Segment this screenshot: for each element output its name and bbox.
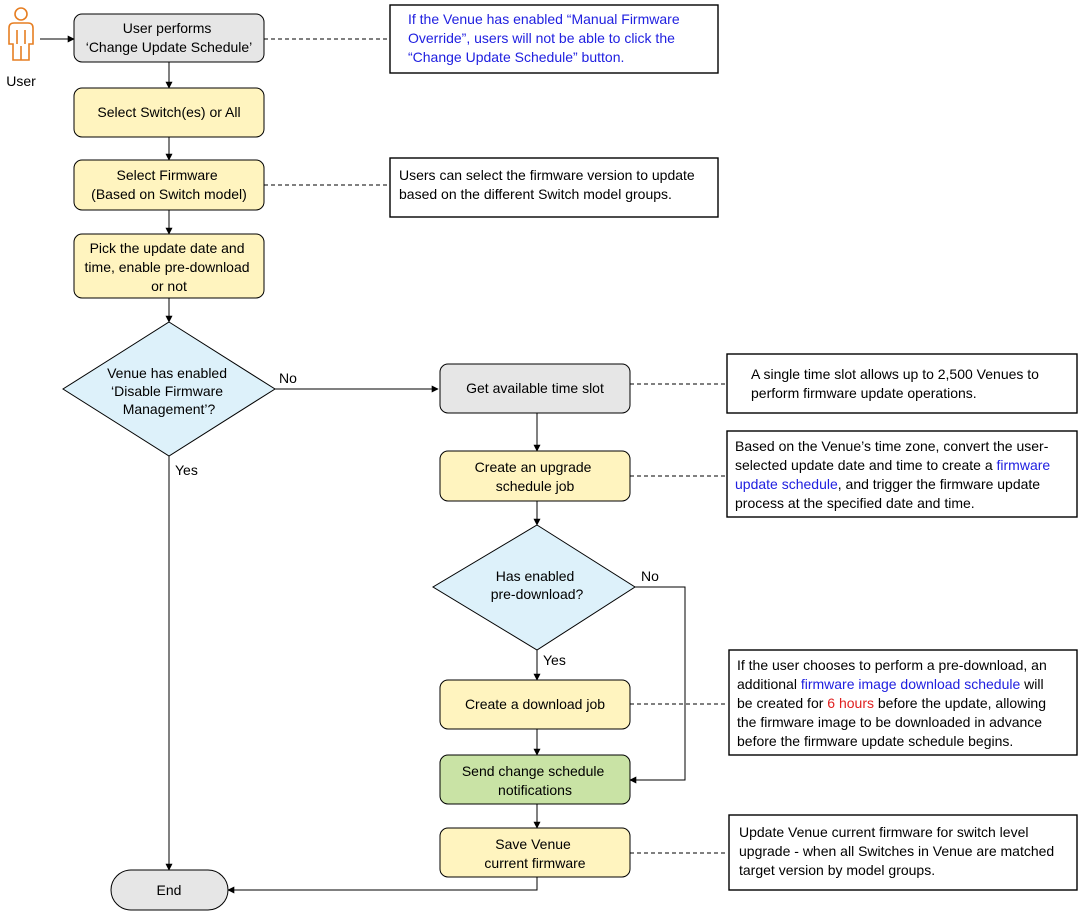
svg-text:Create a download job: Create a download job bbox=[465, 696, 605, 712]
label-no-predownload: No bbox=[641, 568, 659, 584]
svg-text:Users can select the firmware: Users can select the firmware version to… bbox=[399, 167, 699, 202]
node-upgrade-job: Create an upgrade schedule job bbox=[439, 450, 631, 502]
note-predownload: If the user chooses to perform a pre-dow… bbox=[728, 649, 1078, 756]
note-firmware-groups: Users can select the firmware version to… bbox=[389, 157, 719, 218]
note-connectors bbox=[264, 38, 727, 854]
note-save-firmware: Update Venue current firmware for switch… bbox=[728, 814, 1078, 891]
svg-text:User performs ‘Change Up: User performs ‘Change Update Schedule’ bbox=[86, 20, 253, 55]
svg-text:Based on the Venue’s time zone: Based on the Venue’s time zone, convert … bbox=[735, 438, 1054, 511]
svg-text:Send change schedule not: Send change schedule notifications bbox=[462, 763, 608, 798]
svg-text:Select Switch(es) or All: Select Switch(es) or All bbox=[97, 104, 240, 120]
note-manual-override: If the Venue has enabled “Manual Firmwar… bbox=[389, 4, 719, 74]
node-download-job: Create a download job bbox=[439, 679, 631, 730]
label-yes-predownload: Yes bbox=[543, 652, 566, 668]
svg-text:Venue has enabled ‘Disab: Venue has enabled ‘Disable Firmware Mana… bbox=[107, 365, 231, 417]
highlight-6-hours: 6 hours bbox=[827, 695, 874, 711]
connectors bbox=[40, 35, 686, 894]
svg-text:Create an upgrade schedu: Create an upgrade schedule job bbox=[475, 459, 596, 494]
decision-disable-firmware: Venue has enabled ‘Disable Firmware Mana… bbox=[62, 321, 276, 457]
svg-text:If the Venue has enabled “Manu: If the Venue has enabled “Manual Firmwar… bbox=[408, 11, 684, 65]
svg-text:Pick the update date and: Pick the update date and time, enable pr… bbox=[85, 240, 254, 294]
person-icon bbox=[8, 7, 34, 61]
node-notifications: Send change schedule notifications bbox=[439, 754, 631, 805]
note-timezone: Based on the Venue’s time zone, convert … bbox=[726, 430, 1078, 518]
decision-predownload: Has enabled pre-download? bbox=[432, 524, 636, 651]
svg-text:Update Venue current firmware: Update Venue current firmware for switch… bbox=[739, 824, 1058, 878]
node-pick-date: Pick the update date and time, enable pr… bbox=[73, 233, 265, 299]
svg-text:A single time slot allows up t: A single time slot allows up to 2,500 Ve… bbox=[751, 366, 1043, 401]
edge-predownload-no bbox=[629, 586, 686, 784]
user-actor: User bbox=[6, 7, 36, 89]
node-time-slot: Get available time slot bbox=[439, 363, 631, 414]
label-yes-disable: Yes bbox=[175, 462, 198, 478]
label-no-disable: No bbox=[279, 370, 297, 386]
node-end: End bbox=[110, 869, 229, 911]
svg-text:If the user chooses to perform: If the user chooses to perform a pre-dow… bbox=[737, 657, 1051, 749]
node-select-firmware: Select Firmware (Based on Switch model) bbox=[73, 159, 265, 211]
svg-text:Get available time slot: Get available time slot bbox=[466, 380, 604, 396]
svg-text:Select Firmware (Based o: Select Firmware (Based on Switch model) bbox=[91, 167, 247, 202]
svg-text:Save Venue current firmw: Save Venue current firmware bbox=[484, 836, 585, 871]
user-label: User bbox=[6, 73, 36, 89]
svg-text:Has enabled pre-download: Has enabled pre-download? bbox=[491, 568, 584, 602]
link-firmware-image-download-schedule: firmware image download schedule bbox=[801, 676, 1021, 692]
edge-save-end bbox=[227, 877, 538, 894]
node-save-firmware: Save Venue current firmware bbox=[439, 827, 631, 878]
node-select-switch: Select Switch(es) or All bbox=[73, 87, 265, 138]
node-start: User performs ‘Change Update Schedule’ bbox=[73, 13, 265, 63]
svg-text:End: End bbox=[157, 882, 182, 898]
note-time-slot: A single time slot allows up to 2,500 Ve… bbox=[726, 353, 1078, 414]
link-firmware-update-schedule: firmware bbox=[997, 457, 1051, 473]
